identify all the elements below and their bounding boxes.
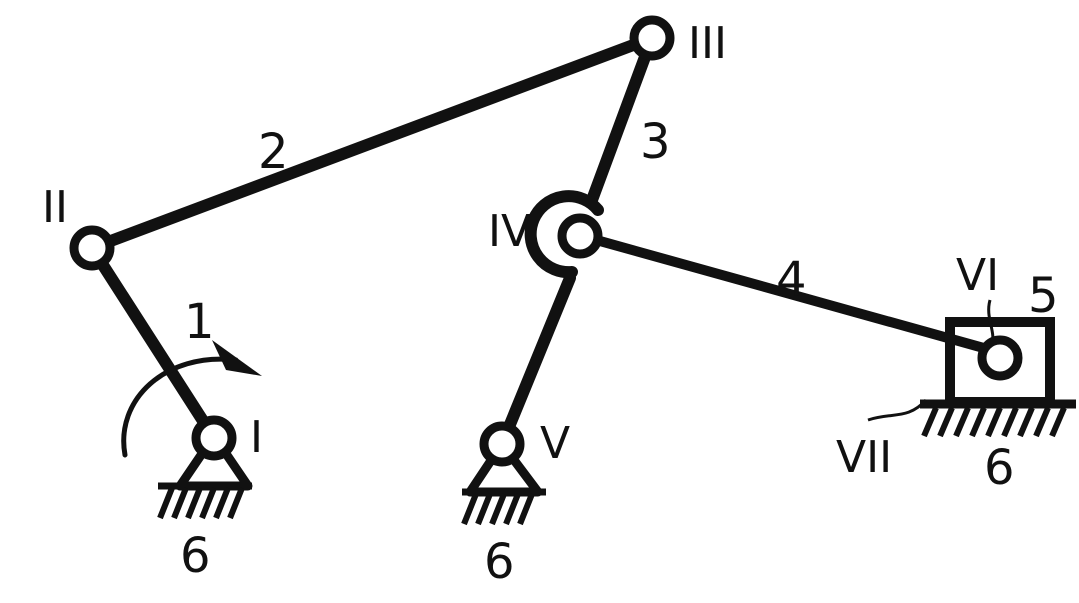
joint-VI (977, 335, 1023, 381)
label-link-3: 3 (640, 114, 671, 170)
label-joint-V: V (540, 418, 570, 469)
link-4-connecting-rod (577, 231, 1003, 357)
label-ground-middle: 6 (484, 534, 515, 590)
label-link-5: 5 (1028, 268, 1059, 324)
link-3-lower (496, 272, 576, 450)
rotation-arc (121, 356, 239, 458)
joint-I (191, 415, 237, 461)
leader-joint-VII (867, 398, 928, 422)
ground-support-left (157, 431, 253, 520)
link-3-joint-arc (524, 190, 604, 279)
label-ground-right: 6 (984, 440, 1015, 496)
link-2-coupler (86, 32, 658, 254)
label-joint-VI: VI (956, 250, 999, 301)
rotation-arrow-icon (212, 340, 262, 376)
ground-support-middle (461, 439, 546, 526)
joint-IV (557, 213, 603, 259)
link-3-upper (586, 32, 658, 206)
slider-guide-ground (920, 399, 1076, 438)
joint-V (479, 421, 525, 467)
joint-II (69, 225, 115, 271)
label-link-4: 4 (776, 252, 807, 308)
label-joint-I: I (250, 412, 263, 463)
label-link-2: 2 (258, 124, 289, 180)
label-ground-left: 6 (180, 528, 211, 584)
label-joint-IV: IV (488, 206, 531, 257)
label-joint-VII: VII (836, 432, 892, 483)
joint-III (629, 15, 675, 61)
label-link-1: 1 (184, 294, 215, 350)
link-1-crank (86, 242, 220, 444)
label-joint-III: III (688, 18, 727, 69)
label-joint-II: II (42, 182, 68, 233)
